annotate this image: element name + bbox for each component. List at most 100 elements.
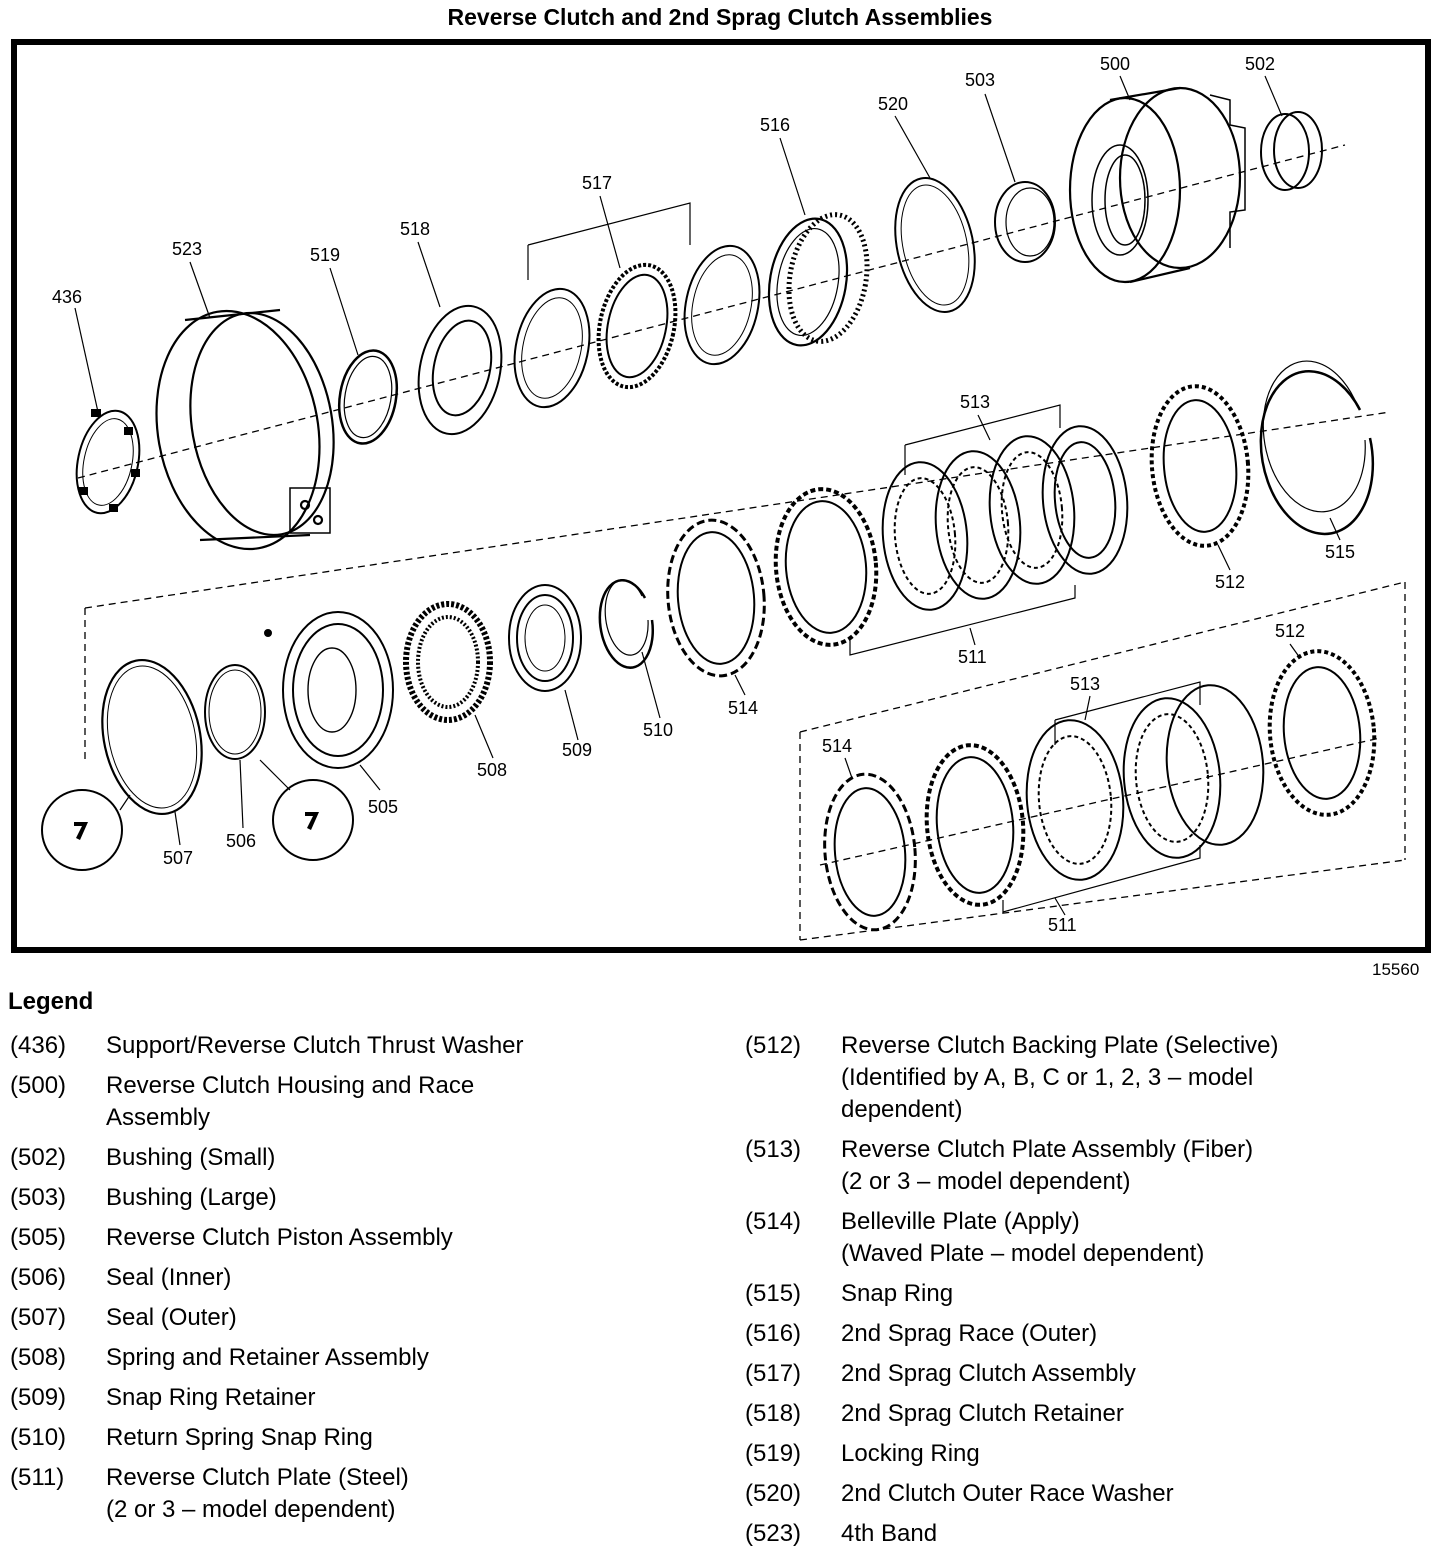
- legend-description: Bushing (Small): [106, 1144, 276, 1171]
- legend-code: (513): [745, 1136, 802, 1163]
- part-507-outer-seal: [101, 658, 203, 816]
- part-517-sprag-clutch: [513, 202, 761, 409]
- legend-description: Snap Ring: [841, 1280, 954, 1307]
- callout-503: 503: [965, 70, 995, 90]
- legend-description: Seal (Inner): [106, 1264, 232, 1291]
- part-503-bushing-large: [994, 181, 1056, 263]
- legend-item: (518) 2nd Sprag Clutch Retainer: [745, 1398, 1435, 1430]
- callout-511-lower: 511: [1048, 915, 1077, 935]
- legend-code: (518): [745, 1400, 802, 1427]
- legend-description: 4th Band: [841, 1520, 938, 1547]
- legend-code: (516): [745, 1320, 802, 1347]
- legend-item: (503) Bushing (Large): [10, 1182, 710, 1214]
- lube-symbol-left: [41, 789, 123, 871]
- callout-514-upper: 514: [728, 698, 758, 718]
- callout-518: 518: [400, 219, 430, 239]
- legend-item: (519) Locking Ring: [745, 1438, 1435, 1470]
- callout-512-upper: 512: [1215, 572, 1245, 592]
- part-502-bushing-small: [1260, 111, 1323, 191]
- legend-item: (515) Snap Ring: [745, 1278, 1435, 1310]
- lube-symbol-center: [272, 779, 354, 861]
- callout-515: 515: [1325, 542, 1355, 562]
- legend-description: 2nd Sprag Clutch Assembly: [841, 1360, 1136, 1387]
- callout-512-lower: 512: [1275, 621, 1305, 641]
- part-510-return-spring-snap-ring: [598, 579, 655, 669]
- callout-511-upper: 511: [958, 647, 987, 667]
- legend-code: (505): [10, 1224, 67, 1251]
- exploded-view-diagram: 436 523 519 518 517 516 520 503 500 502 …: [11, 39, 1431, 953]
- legend-code: (510): [10, 1424, 67, 1451]
- legend-item: (502) Bushing (Small): [10, 1142, 710, 1174]
- legend-description: Bushing (Large): [106, 1184, 277, 1211]
- part-509-snap-ring-retainer: [508, 584, 582, 692]
- legend-item: (516) 2nd Sprag Race (Outer): [745, 1318, 1435, 1350]
- legend-item: (513) Reverse Clutch Plate Assembly (Fibe…: [745, 1134, 1435, 1198]
- callout-514-lower: 514: [822, 736, 852, 756]
- callout-513-upper: 513: [960, 392, 990, 412]
- part-519-locking-ring: [337, 349, 399, 445]
- callout-500: 500: [1100, 54, 1130, 74]
- part-505-piston: [264, 611, 394, 769]
- part-518-sprag-retainer: [417, 304, 503, 436]
- legend-item: (514)Belleville Plate (Apply) (Waved Pla…: [745, 1206, 1435, 1270]
- legend-code: (500): [10, 1072, 67, 1099]
- legend-code: (436): [10, 1032, 67, 1059]
- legend-code: (506): [10, 1264, 67, 1291]
- part-steel-and-belleville-upper: [666, 487, 879, 678]
- part-upper-clutch-pack: [849, 404, 1129, 656]
- legend-code: (508): [10, 1344, 67, 1371]
- part-506-inner-seal: [204, 664, 266, 760]
- legend-description: Reverse Clutch Piston Assembly: [106, 1224, 453, 1251]
- part-515-snap-ring: [1259, 360, 1375, 536]
- legend-description: Support/Reverse Clutch Thrust Washer: [106, 1032, 524, 1059]
- legend-item: (523) 4th Band: [745, 1518, 1435, 1550]
- legend-code: (512): [745, 1032, 802, 1059]
- legend-item: (506) Seal (Inner): [10, 1262, 710, 1294]
- legend-description: Return Spring Snap Ring: [106, 1424, 373, 1451]
- callout-510: 510: [643, 720, 673, 740]
- legend-description: Locking Ring: [841, 1440, 980, 1467]
- legend-description: Seal (Outer): [106, 1304, 237, 1331]
- part-500-clutch-housing: [1068, 86, 1246, 284]
- part-520-outer-race-washer: [894, 177, 976, 313]
- callout-513-lower: 513: [1070, 674, 1100, 694]
- legend-item: (436) Support/Reverse Clutch Thrust Washe…: [10, 1030, 710, 1062]
- callout-516: 516: [760, 115, 790, 135]
- legend-description: 2nd Sprag Race (Outer): [841, 1320, 1098, 1347]
- part-436-thrust-washer: [75, 409, 141, 515]
- legend-code: (502): [10, 1144, 67, 1171]
- legend-code: (519): [745, 1440, 802, 1467]
- legend-description: 2nd Sprag Clutch Retainer: [841, 1400, 1124, 1427]
- callout-509: 509: [562, 740, 592, 760]
- callout-520: 520: [878, 94, 908, 114]
- legend-description: Reverse Clutch Plate Assembly (Fiber) (2…: [841, 1136, 1254, 1195]
- legend-item: (511)Reverse Clutch Plate (Steel) (2 or …: [10, 1462, 710, 1526]
- callout-506: 506: [226, 831, 256, 851]
- legend-code: (509): [10, 1384, 67, 1411]
- legend-description: Reverse Clutch Housing and Race Assembly: [106, 1072, 475, 1131]
- legend-item: (510) Return Spring Snap Ring: [10, 1422, 710, 1454]
- legend-description: Reverse Clutch Plate (Steel) (2 or 3 – m…: [106, 1464, 409, 1523]
- callout-507: 507: [163, 848, 193, 868]
- legend-item: (507) Seal (Outer): [10, 1302, 710, 1334]
- legend-left-column: (436) Support/Reverse Clutch Thrust Washe…: [10, 1030, 710, 1534]
- legend-right-column: (512) Reverse Clutch Backing Plate (Selec…: [745, 1030, 1435, 1558]
- diagram-title: Reverse Clutch and 2nd Sprag Clutch Asse…: [447, 4, 993, 30]
- legend-code: (520): [745, 1480, 802, 1507]
- legend-code: (514): [745, 1208, 802, 1235]
- center-axis-lines: [77, 144, 1406, 941]
- callout-523: 523: [172, 239, 202, 259]
- part-lower-clutch-pack: [823, 649, 1377, 932]
- part-508-spring-retainer: [403, 601, 493, 723]
- legend-code: (507): [10, 1304, 67, 1331]
- legend-item: (517)2nd Sprag Clutch Assembly: [745, 1358, 1435, 1390]
- callout-502: 502: [1245, 54, 1275, 74]
- legend-description: Snap Ring Retainer: [106, 1384, 316, 1411]
- callout-519: 519: [310, 245, 340, 265]
- legend-code: (503): [10, 1184, 67, 1211]
- part-523-4th-band: [155, 308, 335, 551]
- legend-code: (523): [745, 1520, 802, 1547]
- legend-code: (515): [745, 1280, 802, 1307]
- legend-description: Reverse Clutch Backing Plate (Selective)…: [841, 1032, 1279, 1123]
- legend-item: (509) Snap Ring Retainer: [10, 1382, 710, 1414]
